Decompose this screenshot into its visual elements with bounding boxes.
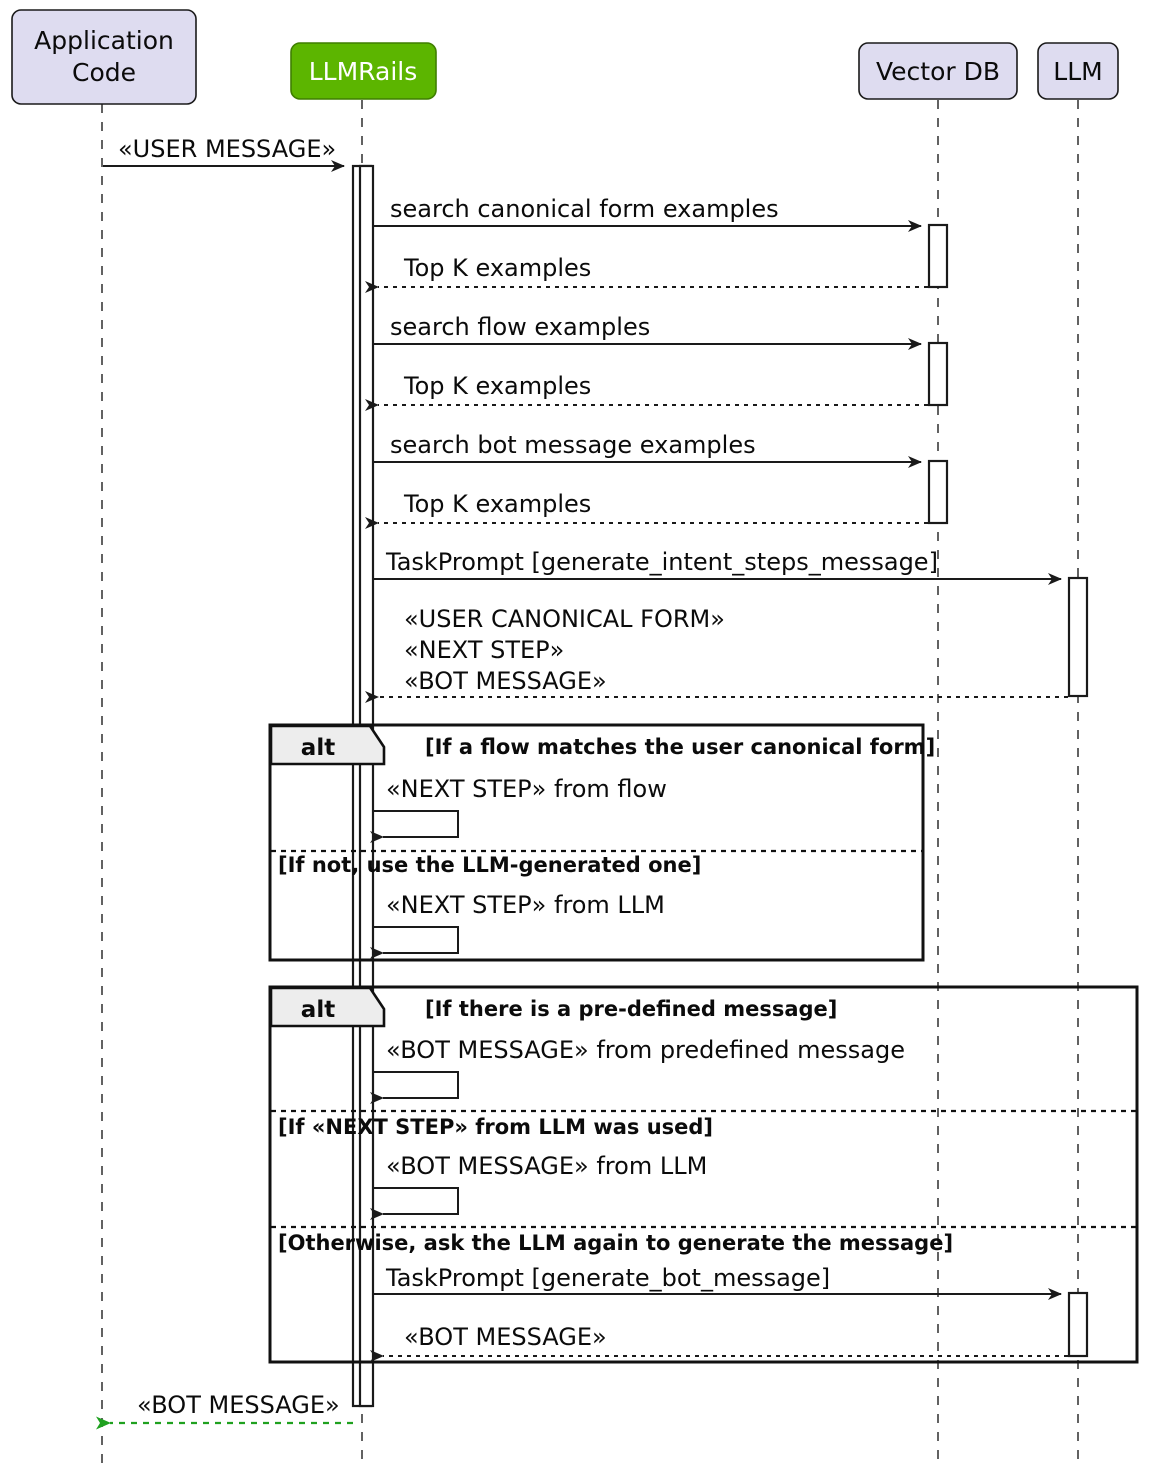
activation-vector-db-3 — [927, 459, 949, 525]
fragment-alt2-box — [268, 985, 1139, 1364]
message-label-next-step-from-flow: «NEXT STEP» from flow — [386, 775, 667, 803]
fragment-alt1-guard-2: [If not, use the LLM-generated one] — [278, 853, 701, 877]
participant-llm[interactable]: LLM — [1037, 42, 1119, 100]
message-label-user-canonical-form: «USER CANONICAL FORM» — [404, 605, 725, 633]
activation-bars-group — [351, 164, 1089, 1408]
message-user-message: «USER MESSAGE» — [103, 135, 345, 172]
message-label-top-k-examples-3: Top K examples — [403, 490, 591, 518]
participant-box-application-code[interactable] — [11, 9, 197, 105]
activation-llmrails-inner — [358, 164, 375, 1408]
participant-label-llmrails: LLMRails — [309, 57, 417, 86]
fragment-alt2-kind-label: alt — [301, 997, 335, 1023]
fragment-alt2-guard-2: [If «NEXT STEP» from LLM was used] — [278, 1115, 713, 1139]
fragment-alt-next-step: alt [If a flow matches the user canonica… — [268, 723, 935, 962]
message-arrow-bot-message-from-llm — [370, 1187, 459, 1220]
fragment-alt2-guard-1: [If there is a pre-defined message] — [425, 997, 837, 1021]
message-label-top-k-examples-1: Top K examples — [403, 254, 591, 282]
fragment-alt1-box — [268, 723, 925, 962]
message-label-search-flow-examples: search flow examples — [390, 313, 650, 341]
fragment-alt1-tab — [269, 724, 386, 766]
participant-vector-db[interactable]: Vector DB — [858, 42, 1018, 100]
message-label-taskprompt-generate-intent-steps-message: TaskPrompt [generate_intent_steps_messag… — [385, 548, 938, 576]
message-arrow-bot-message-from-predefined — [370, 1071, 459, 1104]
message-label-next-step-from-llm: «NEXT STEP» from LLM — [386, 891, 665, 919]
message-label-search-canonical-form-examples: search canonical form examples — [390, 195, 779, 223]
message-label-bot-message-from-llm: «BOT MESSAGE» from LLM — [386, 1152, 707, 1180]
participant-label-llm: LLM — [1053, 57, 1102, 86]
fragment-alt-bot-message: alt [If there is a pre-defined message] … — [268, 985, 1139, 1364]
fragment-alt1-kind-label: alt — [301, 735, 335, 761]
message-search-flow-examples: search flow examples — [372, 313, 922, 350]
message-arrow-next-step-from-llm — [370, 926, 459, 959]
participant-box-llm[interactable] — [1037, 42, 1119, 100]
fragment-alt2-tab — [269, 986, 386, 1028]
participant-application-code[interactable]: Application Code — [11, 9, 197, 105]
participant-llmrails[interactable]: LLMRails — [290, 42, 437, 100]
message-label-bot-message: «BOT MESSAGE» — [404, 667, 607, 695]
message-bot-message-return: «BOT MESSAGE» — [96, 1391, 353, 1430]
activation-llm-1 — [1067, 576, 1089, 698]
activation-vector-db-2 — [927, 341, 949, 407]
fragment-alt2-guard-3: [Otherwise, ask the LLM again to generat… — [278, 1231, 953, 1255]
message-label-bot-message-from-predefined: «BOT MESSAGE» from predefined message — [386, 1036, 905, 1064]
message-search-bot-message-examples: search bot message examples — [372, 431, 922, 468]
message-label-bot-message-return: «BOT MESSAGE» — [137, 1391, 340, 1419]
message-label-bot-message-reply: «BOT MESSAGE» — [404, 1323, 607, 1351]
message-llm-generation-result: «USER CANONICAL FORM» «NEXT STEP» «BOT M… — [365, 605, 1068, 703]
message-top-k-examples-1: Top K examples — [365, 254, 928, 293]
message-label-taskprompt-generate-bot-message: TaskPrompt [generate_bot_message] — [385, 1264, 830, 1292]
message-label-search-bot-message-examples: search bot message examples — [390, 431, 756, 459]
participant-box-llmrails[interactable] — [290, 42, 437, 100]
participant-label-vector-db: Vector DB — [876, 57, 1000, 86]
message-top-k-examples-3: Top K examples — [365, 490, 928, 529]
message-taskprompt-generate-intent-steps-message: TaskPrompt [generate_intent_steps_messag… — [372, 548, 1062, 585]
message-label-next-step: «NEXT STEP» — [404, 636, 564, 664]
message-arrow-next-step-from-flow — [370, 810, 459, 843]
activation-vector-db-1 — [927, 223, 949, 289]
fragment-alt1-guard-1: [If a flow matches the user canonical fo… — [425, 735, 935, 759]
participant-label-application-code-line1: Application — [34, 26, 174, 55]
message-label-user-message: «USER MESSAGE» — [118, 135, 336, 163]
participant-label-application-code-line2: Code — [72, 58, 136, 87]
message-search-canonical-form-examples: search canonical form examples — [372, 195, 922, 232]
participant-box-vector-db[interactable] — [858, 42, 1018, 100]
message-label-top-k-examples-2: Top K examples — [403, 372, 591, 400]
activation-llm-2 — [1067, 1291, 1089, 1358]
message-top-k-examples-2: Top K examples — [365, 372, 928, 411]
